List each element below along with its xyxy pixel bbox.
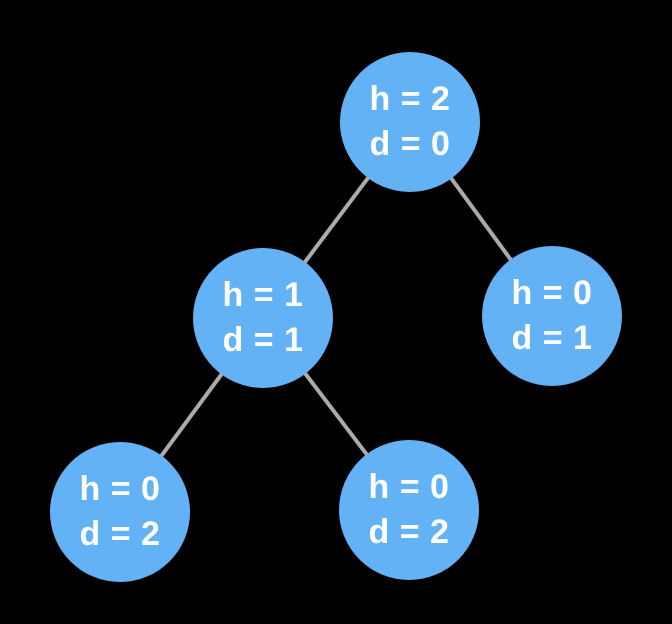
tree-node-left-left-child: h = 0 d = 2: [50, 442, 190, 582]
node-depth-label: d = 1: [511, 319, 593, 357]
node-depth-label: d = 1: [222, 321, 304, 359]
node-height-label: h = 0: [368, 468, 450, 506]
tree-node-left-right-child: h = 0 d = 2: [339, 440, 479, 580]
tree-node-left-child: h = 1 d = 1: [193, 248, 333, 388]
node-depth-label: d = 2: [368, 513, 450, 551]
node-height-label: h = 0: [79, 470, 161, 508]
node-height-label: h = 0: [511, 274, 593, 312]
node-height-label: h = 1: [222, 276, 304, 314]
node-height-label: h = 2: [369, 80, 451, 118]
node-depth-label: d = 2: [79, 515, 161, 553]
node-depth-label: d = 0: [369, 125, 451, 163]
tree-node-right-child: h = 0 d = 1: [482, 246, 622, 386]
tree-node-root: h = 2 d = 0: [340, 52, 480, 192]
